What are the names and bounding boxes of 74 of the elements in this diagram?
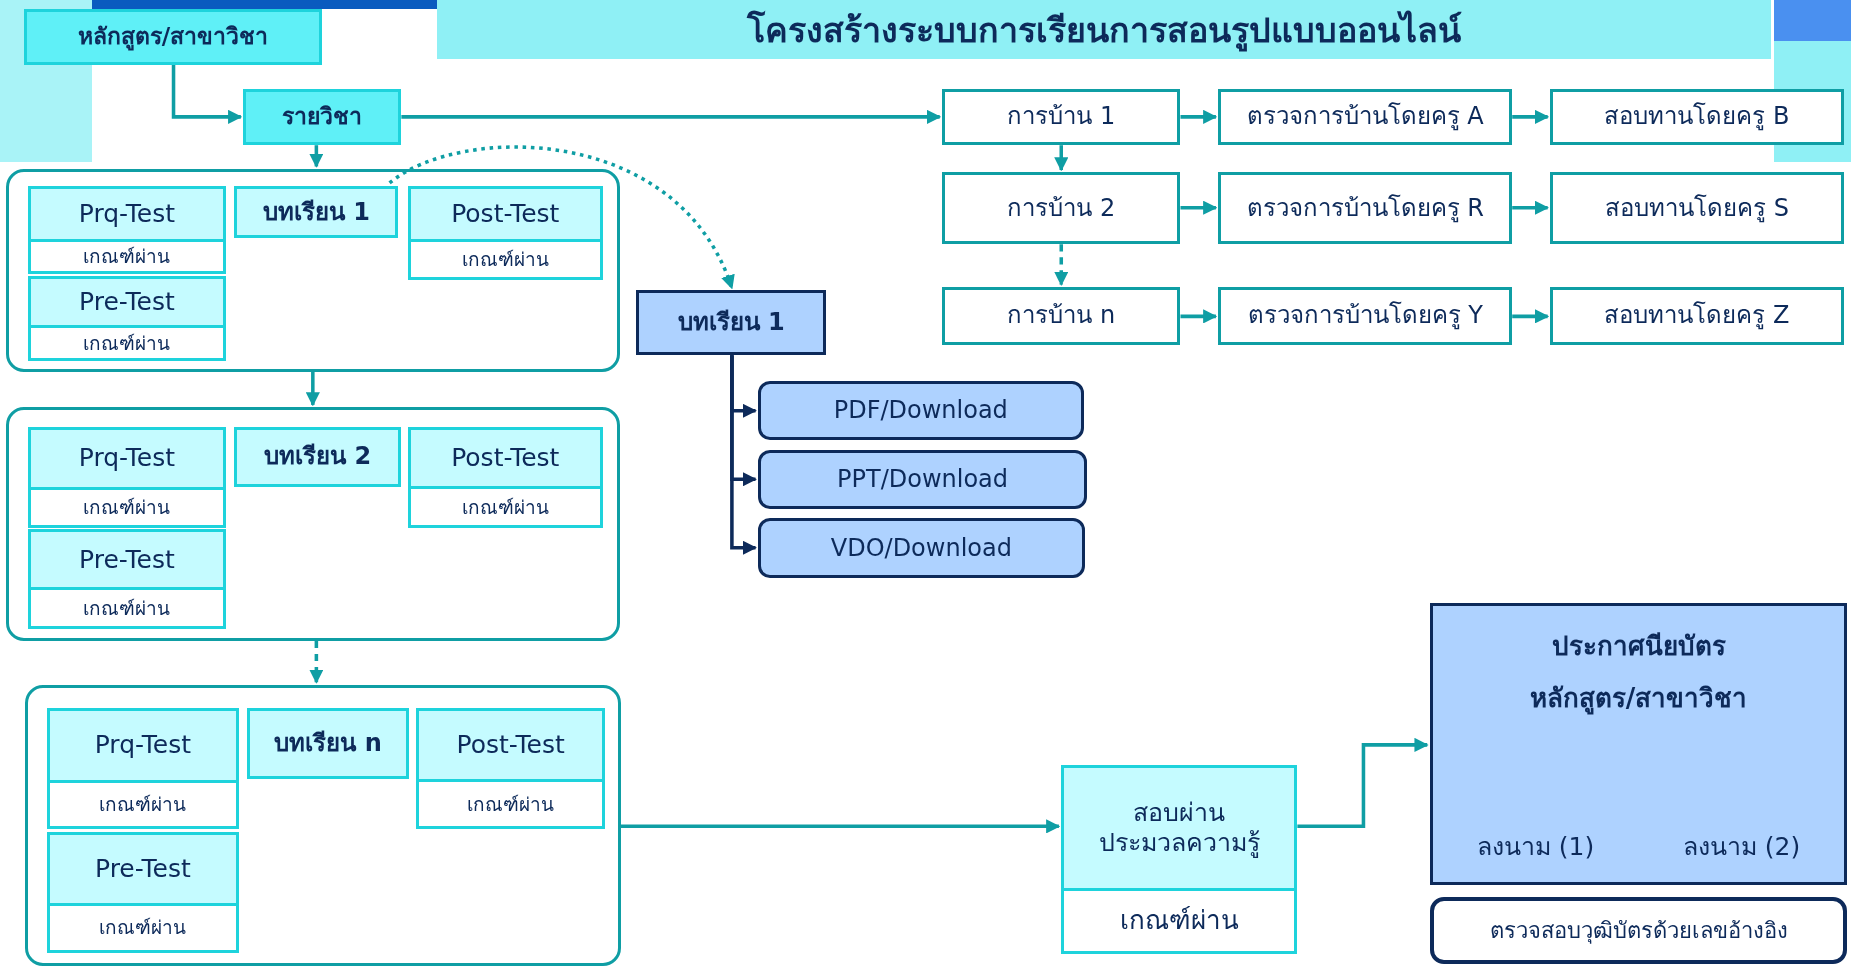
title: โครงสร้างระบบการเรียนการสอนรูปแบบออนไลน์ (746, 8, 1461, 54)
certificate-heading: ประกาศนียบัตร หลักสูตร/สาขาวิชา (1528, 630, 1749, 717)
homework-box: การบ้าน 1 (942, 88, 1181, 146)
pass-criteria-cell-text: เกณฑ์ผ่าน (466, 791, 556, 817)
test-title-cell: Prq-Test (30, 429, 224, 490)
test-box (46, 707, 240, 830)
lesson-panel (24, 684, 621, 966)
homework-box: ตรวจการบ้านโดยครู A (1218, 88, 1513, 146)
arrow (171, 64, 243, 124)
download-button: PDF/Download (757, 381, 1084, 441)
arrow (1180, 309, 1218, 324)
homework-box: สอบทานโดยครู Z (1549, 286, 1844, 345)
dashed-arrow (1054, 244, 1069, 286)
homework-box: สอบทานโดยครู S (1549, 172, 1844, 245)
homework-box: สอบทานโดยครู B (1549, 88, 1844, 146)
arrow (1512, 200, 1550, 215)
pass-criteria-cell-text: เกณฑ์ผ่าน (98, 915, 188, 941)
signature-label: ลงนาม (1) (1476, 832, 1595, 863)
arrow (309, 145, 324, 168)
pass-criteria-cell-text: เกณฑ์ผ่าน (82, 244, 172, 270)
arrow (1512, 109, 1550, 124)
pass-criteria-cell-text: เกณฑ์ผ่าน (98, 792, 188, 818)
arrow (620, 819, 1061, 834)
lesson-box: บทเรียน 1 (636, 290, 827, 356)
arrow (305, 371, 320, 407)
homework-box: ตรวจการบ้านโดยครู Y (1218, 286, 1513, 345)
test-title-cell: Post-Test (410, 429, 600, 489)
arrow (1054, 145, 1069, 172)
homework-box: ตรวจการบ้านโดยครู R (1218, 172, 1513, 245)
test-box (27, 426, 227, 529)
homework-box: การบ้าน 2 (942, 172, 1181, 245)
heading-box: หลักสูตร/สาขาวิชา (23, 9, 323, 65)
download-button: VDO/Download (757, 518, 1085, 579)
lesson-title-box: บทเรียน n (247, 707, 410, 779)
dashed-arrow (309, 641, 324, 684)
arrow (730, 355, 757, 555)
pass-criteria-cell-text: เกณฑ์ผ่าน (82, 330, 172, 356)
test-box (416, 707, 606, 830)
test-box (27, 185, 227, 275)
test-title-cell: Pre-Test (30, 532, 224, 591)
heading-box: รายวิชา (243, 88, 402, 146)
download-button: PPT/Download (757, 449, 1088, 509)
test-title-cell: Prq-Test (49, 710, 237, 783)
arrow (1180, 109, 1218, 124)
homework-box: การบ้าน n (942, 286, 1181, 345)
test-box (407, 185, 603, 281)
dashed-arrow (388, 145, 734, 290)
test-box (46, 831, 240, 954)
pass-criteria-cell-text: เกณฑ์ผ่าน (82, 595, 172, 621)
verification-box: ตรวจสอบวุฒิบัตรด้วยเลขอ้างอิง (1429, 897, 1848, 965)
test-title-cell: Pre-Test (49, 834, 237, 906)
arrow (1297, 737, 1429, 829)
arrow (1180, 200, 1218, 215)
arrow (401, 109, 942, 124)
test-title-cell: Pre-Test (30, 278, 224, 329)
lesson-panel (5, 407, 620, 641)
test-box (407, 426, 603, 529)
lesson-title-box: บทเรียน 2 (234, 426, 401, 487)
test-title-cell: Post-Test (419, 710, 603, 782)
exam-box (1061, 764, 1298, 954)
arrow (1512, 309, 1550, 324)
test-box (27, 529, 227, 629)
exam-title-cell: สอบผ่าน ประมวลความรู้ (1064, 767, 1295, 891)
pass-criteria-cell-text: เกณฑ์ผ่าน (460, 247, 550, 273)
signature-label: ลงนาม (2) (1682, 832, 1801, 863)
lesson-panel (5, 168, 620, 372)
pass-criteria-cell-text: เกณฑ์ผ่าน (1118, 904, 1240, 938)
lesson-title-box: บทเรียน 1 (234, 185, 399, 238)
pass-criteria-cell-text: เกณฑ์ผ่าน (82, 495, 172, 521)
test-title-cell: Prq-Test (30, 188, 224, 243)
test-title-cell: Post-Test (410, 188, 600, 243)
certificate-box (1429, 603, 1848, 886)
pass-criteria-cell-text: เกณฑ์ผ่าน (460, 494, 550, 520)
test-box (27, 275, 227, 361)
